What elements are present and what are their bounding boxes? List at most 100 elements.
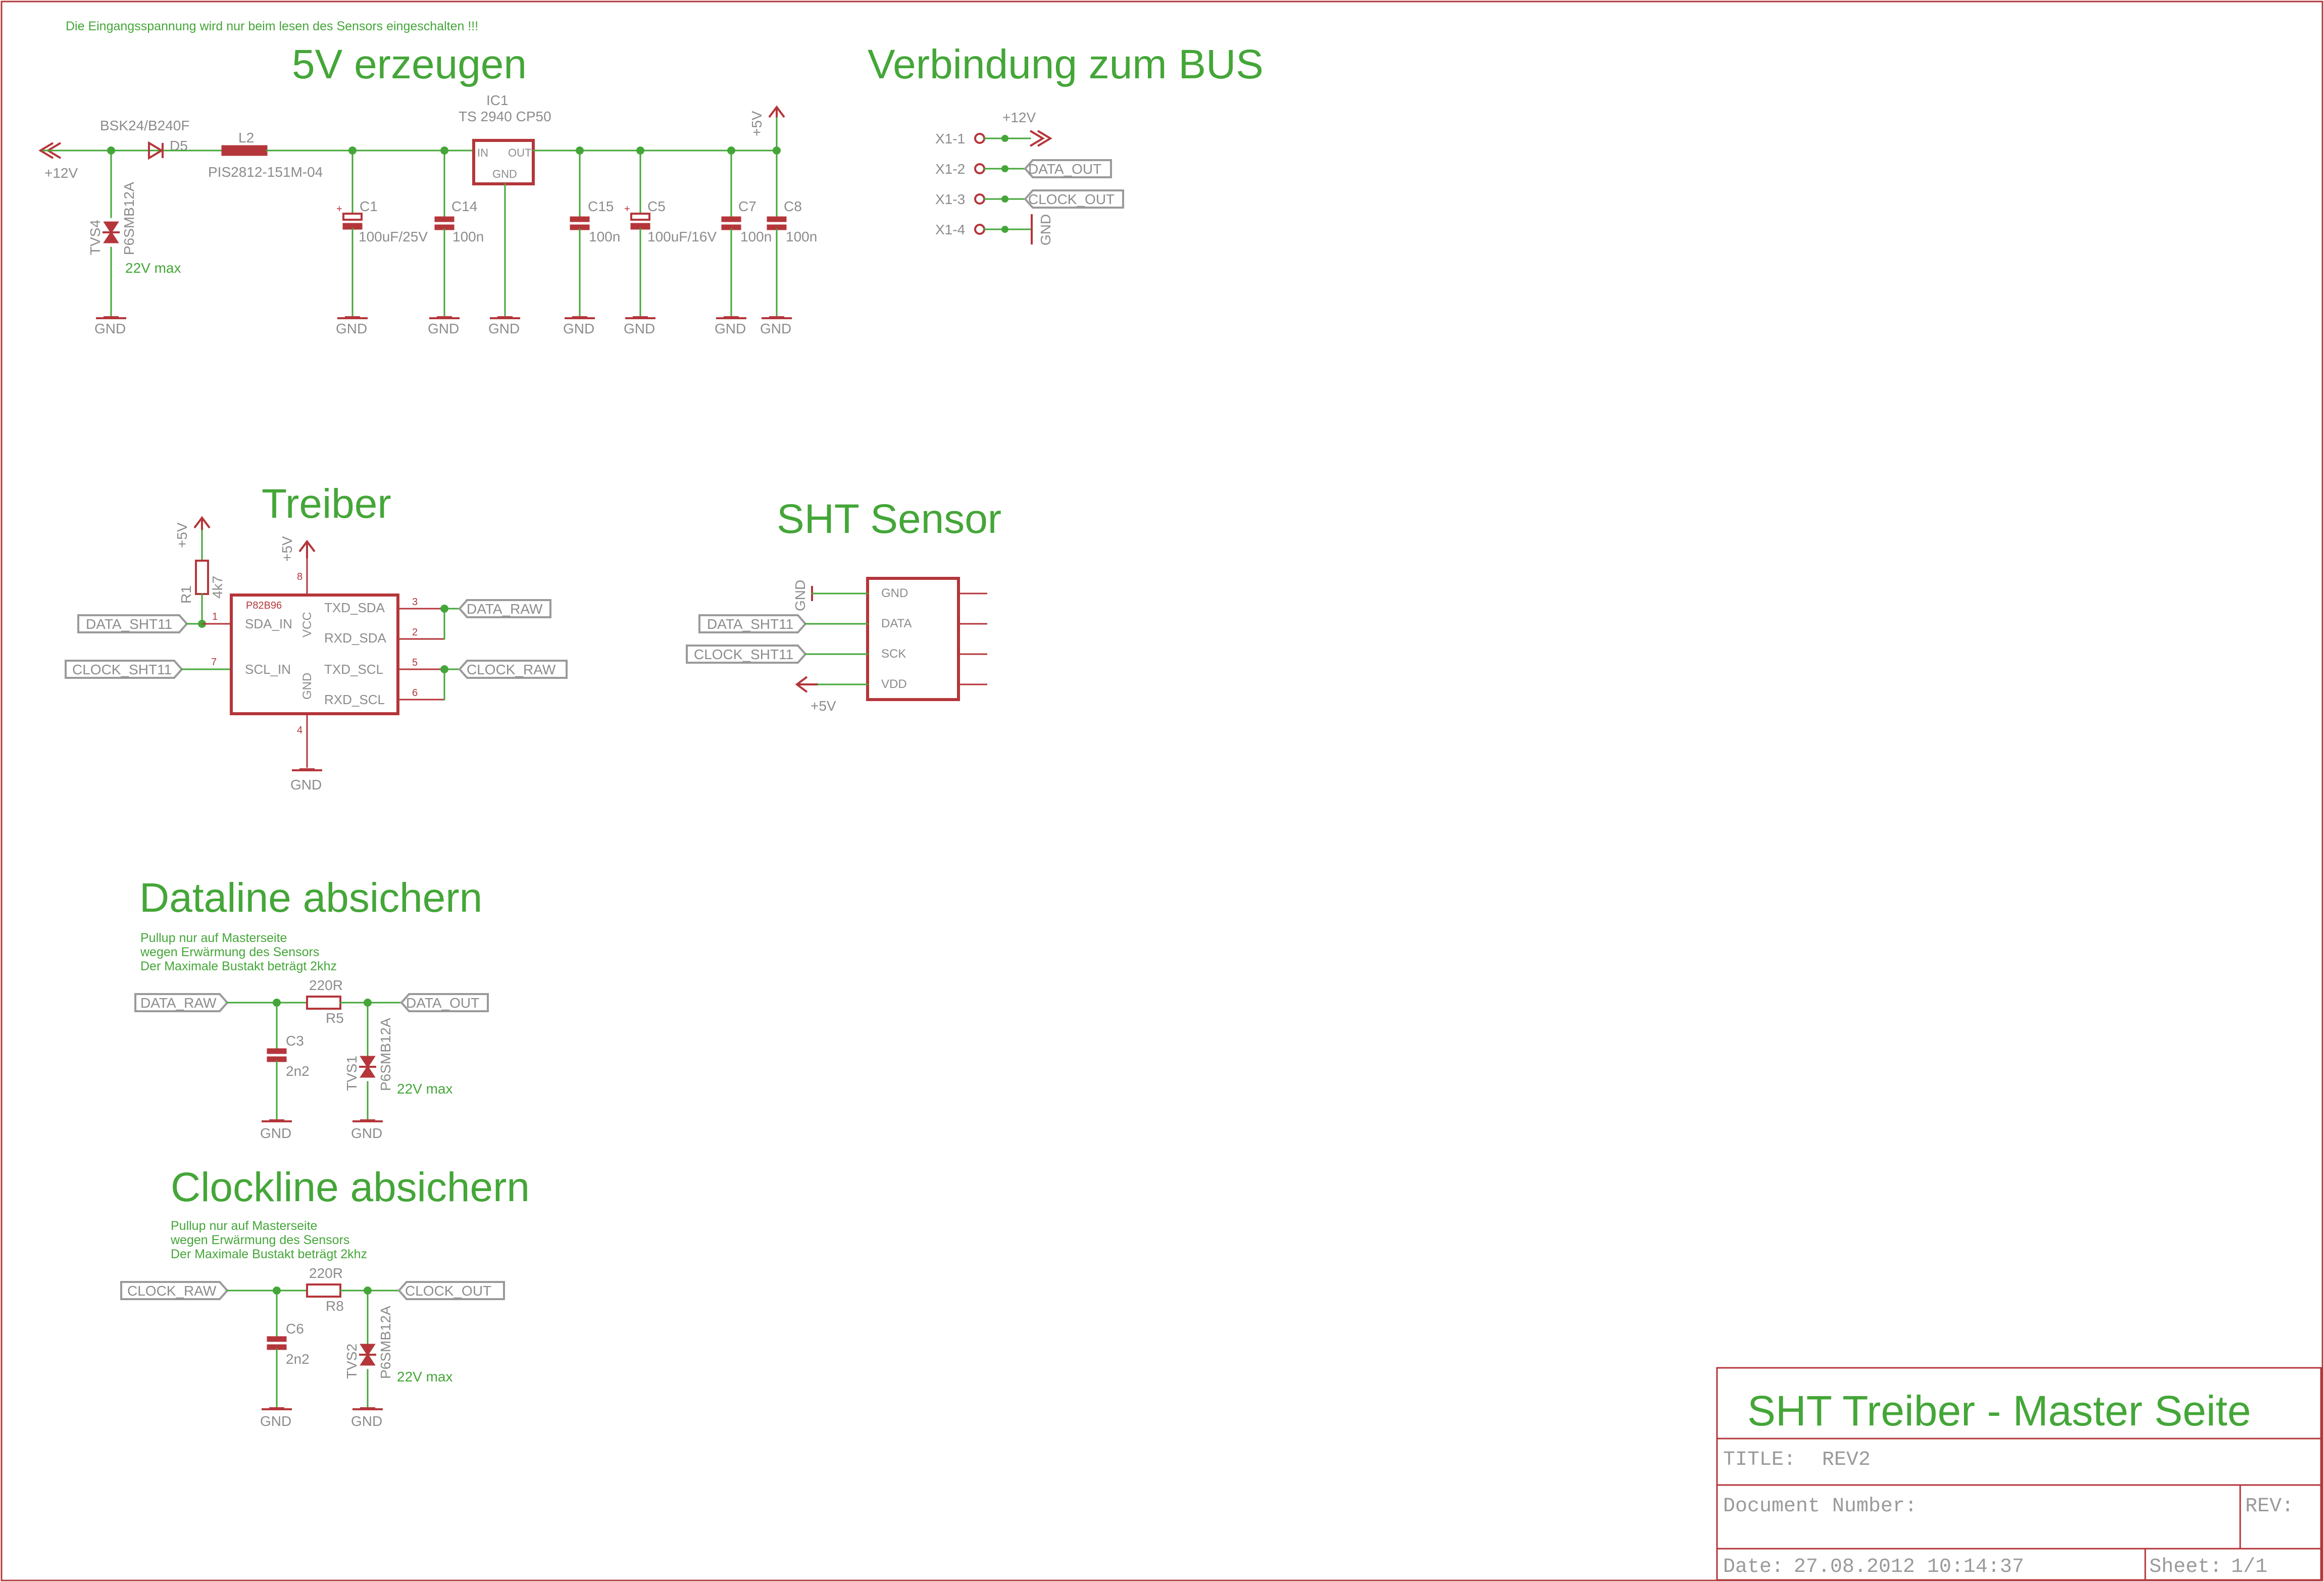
tvs1-name: TVS1 — [344, 1056, 360, 1091]
driver-ic-p82b96 — [230, 594, 399, 715]
pin-num-1: 1 — [212, 611, 218, 622]
dataline-note-1: Pullup nur auf Masterseite — [140, 931, 287, 945]
resistor-r8 — [306, 1283, 341, 1298]
gnd-c8: GND — [760, 321, 791, 336]
pin-num-3: 3 — [412, 597, 418, 608]
capacitor-c7 — [721, 216, 741, 230]
driver-vcc-supply: +5V — [279, 536, 295, 562]
bus-data-out-label: DATA_OUT — [1028, 161, 1101, 177]
c3-value: 2n2 — [286, 1063, 310, 1079]
pin-scl-in: SCL_IN — [245, 662, 291, 677]
c15-value: 100n — [589, 229, 620, 244]
sensor-pin-sck: SCK — [881, 647, 906, 661]
sensor-clock-sht-label: CLOCK_SHT11 — [694, 647, 793, 662]
ic1-name: IC1 — [486, 92, 509, 108]
dataline-gnd-tvs1: GND — [351, 1125, 382, 1141]
date-value: 27.08.2012 10:14:37 — [1794, 1556, 2024, 1578]
c1-value: 100uF/25V — [359, 229, 428, 244]
sheet-value: 1/1 — [2231, 1556, 2267, 1578]
document-number-label: Document Number: — [1723, 1495, 1917, 1518]
dataline-protection: Pullup nur auf Masterseite wegen Erwärmu… — [134, 931, 489, 1141]
c7-name: C7 — [738, 199, 756, 214]
capacitor-c15 — [570, 216, 590, 230]
supply-5v-label: +5V — [749, 111, 765, 136]
tvs1-part: P6SMB12A — [378, 1018, 393, 1091]
dataline-out-label: DATA_OUT — [406, 995, 479, 1011]
driver-clock-raw-label: CLOCK_RAW — [467, 662, 556, 677]
capacitor-c3 — [267, 1048, 287, 1062]
sensor-pin-gnd: GND — [881, 586, 908, 600]
clockline-protection: Pullup nur auf Masterseite wegen Erwärmu… — [120, 1219, 505, 1429]
ic1-pin-gnd: GND — [492, 168, 517, 180]
tvs2-part: P6SMB12A — [378, 1306, 393, 1379]
inductor-l2 — [221, 145, 268, 156]
supply-12v-label: +12V — [44, 165, 78, 181]
bus-gnd-label: GND — [1038, 214, 1053, 245]
supply-5v-arrow — [768, 105, 785, 118]
pin-num-5: 5 — [412, 657, 418, 668]
bus-pin-3: X1-3 — [935, 191, 965, 207]
title-label: TITLE: — [1723, 1449, 1796, 1471]
gnd-tvs4: GND — [94, 321, 126, 336]
sensor-data-sht-label: DATA_SHT11 — [707, 616, 793, 632]
pin-sda-in: SDA_IN — [245, 616, 292, 631]
c6-name: C6 — [286, 1321, 304, 1337]
tvs4-part: P6SMB12A — [121, 182, 137, 255]
c8-value: 100n — [786, 229, 817, 244]
dataline-gnd-c3: GND — [260, 1125, 291, 1141]
pin-num-6: 6 — [412, 687, 418, 699]
gnd-c15: GND — [563, 321, 594, 336]
pin-rxd-sda: RXD_SDA — [324, 630, 386, 646]
resistor-r1 — [195, 560, 209, 595]
sht-sensor: GND DATA SCK VDD GND DATA_SHT11 CLOCK_SH… — [686, 577, 987, 714]
c6-value: 2n2 — [286, 1351, 310, 1367]
bus-clock-out-label: CLOCK_OUT — [1028, 191, 1115, 207]
pin-num-4: 4 — [297, 725, 302, 736]
driver-gnd: GND — [290, 777, 322, 793]
clockline-gnd-tvs2: GND — [351, 1413, 382, 1429]
r5-name: R5 — [326, 1010, 344, 1026]
capacitor-c1: + — [336, 204, 363, 230]
header-note: Die Eingangsspannung wird nur beim lesen… — [66, 19, 478, 33]
driver-clock-sht-label: CLOCK_SHT11 — [72, 662, 172, 677]
resistor-r5 — [306, 996, 341, 1010]
heading-driver: Treiber — [262, 481, 391, 527]
svg-text:+: + — [336, 204, 342, 215]
tvs4-diode — [103, 221, 120, 243]
driver-ic-part: P82B96 — [246, 600, 282, 611]
r1-name: R1 — [178, 585, 194, 604]
driver-circuit: +5V R1 4k7 DATA_SHT11 CLOCK_SHT11 P82B96… — [65, 516, 568, 793]
driver-r1-supply: +5V — [174, 522, 190, 548]
c5-name: C5 — [647, 199, 666, 214]
clockline-note-2: wegen Erwärmung des Sensors — [170, 1233, 349, 1247]
clockline-in-label: CLOCK_RAW — [127, 1283, 217, 1299]
tvs2-name: TVS2 — [344, 1344, 360, 1379]
capacitor-c5: + — [624, 204, 650, 230]
ic1-pin-in: IN — [477, 146, 488, 159]
c14-value: 100n — [452, 229, 484, 244]
c14-name: C14 — [451, 199, 477, 214]
ic1-part: TS 2940 CP50 — [459, 109, 551, 124]
driver-data-sht-label: DATA_SHT11 — [86, 616, 172, 632]
sensor-5v-label: +5V — [811, 698, 836, 714]
heading-clockline: Clockline absichern — [171, 1164, 530, 1210]
gnd-c5: GND — [624, 321, 655, 336]
regulator-ic1 — [472, 139, 535, 185]
pin-num-2: 2 — [412, 627, 418, 638]
gnd-c1: GND — [336, 321, 367, 336]
pin-num-7: 7 — [211, 657, 217, 668]
sensor-gnd-label: GND — [792, 580, 808, 611]
tvs2-diode — [359, 1344, 376, 1366]
tvs4-note: 22V max — [125, 260, 181, 276]
c15-name: C15 — [588, 199, 614, 214]
gnd-c14: GND — [428, 321, 459, 336]
date-label: Date: — [1723, 1556, 1784, 1578]
capacitor-c6 — [267, 1336, 287, 1350]
sensor-pin-data: DATA — [881, 617, 912, 630]
capacitor-c14 — [434, 216, 454, 230]
driver-data-raw-label: DATA_RAW — [467, 601, 543, 617]
c7-value: 100n — [740, 229, 772, 244]
clockline-note-1: Pullup nur auf Masterseite — [171, 1219, 317, 1233]
dataline-in-label: DATA_RAW — [140, 995, 217, 1011]
